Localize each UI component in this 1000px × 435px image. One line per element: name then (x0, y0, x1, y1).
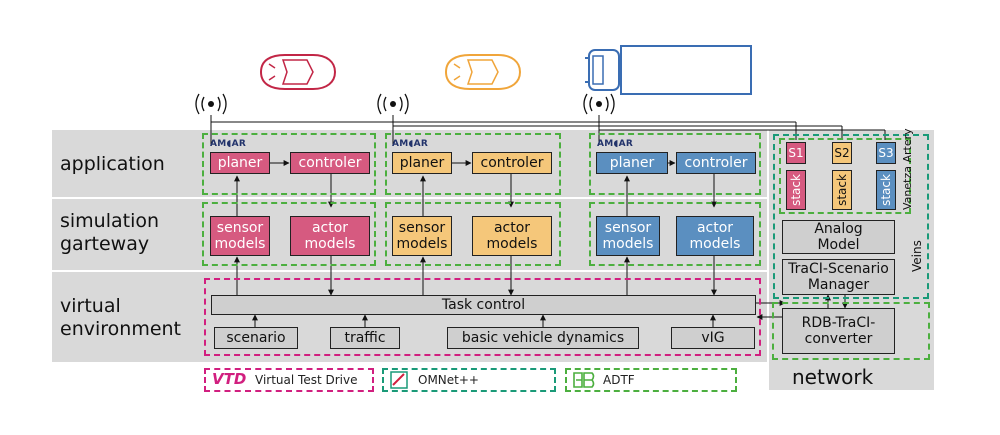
network-label: network (792, 365, 874, 389)
legend-adtf (565, 368, 737, 392)
task-control-box: Task control (211, 295, 756, 315)
sensor-models-box-1: sensor models (210, 216, 270, 256)
legend-adtf-label: ADTF (603, 373, 635, 387)
vanetza-artery-label: Vanetza Artery (901, 128, 914, 210)
legend-omnet (382, 368, 556, 392)
planer-box-3: planer (596, 152, 668, 174)
row-label-simulation-line1: simulation (60, 210, 160, 232)
stack-label-1: stack (789, 174, 803, 206)
s2-box: S2 (832, 142, 852, 164)
row-label-simulation-line2: garteway (60, 233, 150, 255)
scenario-box: scenario (214, 327, 298, 349)
antenna-icon-3 (583, 93, 615, 115)
controler-box-3: controler (676, 152, 756, 174)
stack-box-3: stack (876, 170, 896, 210)
adtf-container-sim-3 (589, 202, 761, 266)
sensor-models-box-2: sensor models (392, 216, 452, 256)
planer-box-2: planer (392, 152, 452, 174)
planer-box-1: planer (210, 152, 270, 174)
rdb-traci-converter-box: RDB-TraCI-converter (782, 308, 895, 354)
vig-box: vIG (671, 327, 755, 349)
stack-label-3: stack (879, 174, 893, 206)
adtf-container-sim-1 (202, 202, 376, 266)
sensor-models-box-3: sensor models (596, 216, 660, 256)
controler-box-1: controler (290, 152, 370, 174)
row-label-application: application (60, 153, 165, 175)
dynamics-box: basic vehicle dynamics (447, 327, 639, 349)
veins-label: Veins (910, 240, 924, 272)
antenna-icon-1 (195, 93, 227, 115)
s3-box: S3 (876, 142, 896, 164)
omnet-logo-icon (390, 371, 408, 389)
legend-vtd-label: Virtual Test Drive (255, 373, 358, 387)
adtf-container-app-2 (385, 133, 561, 195)
artery-container (779, 138, 911, 214)
row-label-virtual: virtual environment (60, 295, 181, 341)
traffic-box: traffic (330, 327, 400, 349)
amoar-logo-3: AM◖AR (597, 139, 634, 149)
stack-label-2: stack (835, 174, 849, 206)
row-label-virtual-line2: environment (60, 318, 182, 340)
antenna-icon-2 (377, 93, 409, 115)
actor-models-box-1: actor models (290, 216, 370, 256)
legend-omnet-label: OMNet++ (418, 373, 479, 387)
adtf-container-sim-2 (385, 202, 561, 266)
s1-box: S1 (786, 142, 806, 164)
car-icon-red (259, 54, 337, 90)
vtd-container (204, 278, 761, 356)
actor-models-box-3: actor models (676, 216, 754, 256)
stack-box-1: stack (786, 170, 806, 210)
adtf-logo-icon (573, 372, 595, 388)
amoar-logo-1: AM◖AR (210, 139, 247, 149)
adtf-container-app-1 (202, 133, 376, 195)
traci-scenario-manager-box: TraCI-Scenario Manager (782, 259, 895, 295)
adtf-container-app-3 (589, 133, 761, 195)
analog-model-box: Analog Model (782, 220, 895, 254)
controler-box-2: controler (472, 152, 552, 174)
amoar-logo-2: AM◖AR (392, 139, 429, 149)
row-label-virtual-line1: virtual (60, 295, 121, 317)
virtual-band (52, 272, 767, 362)
actor-models-box-2: actor models (472, 216, 552, 256)
omnet-container (773, 134, 929, 299)
legend-vtd (204, 368, 374, 392)
row-label-simulation: simulation garteway (60, 210, 159, 256)
vtd-logo: VTD (212, 370, 247, 388)
stack-box-2: stack (832, 170, 852, 210)
truck-icon-blue (585, 45, 752, 95)
car-icon-orange (444, 54, 522, 90)
adtf-container-network (772, 302, 930, 360)
